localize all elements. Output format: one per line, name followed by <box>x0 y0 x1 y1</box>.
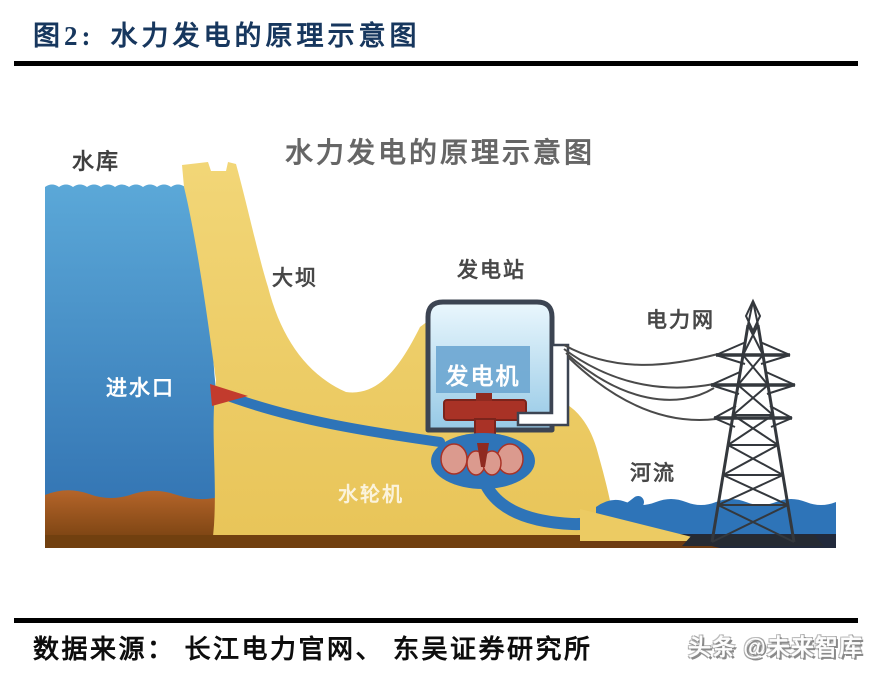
label-generator: 发电机 <box>445 363 521 389</box>
ground-baseline <box>45 535 625 548</box>
figure-number: 图2: <box>33 21 95 51</box>
data-source-line: 数据来源： 长江电力官网、 东吴证券研究所 <box>33 635 593 664</box>
label-power-station: 发电站 <box>456 258 526 282</box>
bottom-divider-rule <box>14 618 858 623</box>
top-divider-rule <box>14 61 858 66</box>
runner-lobe <box>440 443 468 475</box>
label-power-grid: 电力网 <box>646 309 715 332</box>
diagram-title: 水力发电的原理示意图 <box>285 136 595 168</box>
figure-caption: 图2: 水力发电的原理示意图 <box>33 14 421 53</box>
wire-conduit <box>516 343 570 427</box>
label-dam: 大坝 <box>272 267 318 290</box>
watermark-toutiao: 头条 @未来智库 <box>688 634 863 660</box>
hydropower-schematic-diagram: 水力发电的原理示意图 水库 大坝 进水口 发电站 发电机 水轮机 电力网 河流 <box>45 136 836 548</box>
inlet-flow-arrow <box>210 384 248 406</box>
bank-wedge <box>580 509 708 541</box>
label-river: 河流 <box>630 461 676 485</box>
label-turbine: 水轮机 <box>338 482 404 506</box>
reservoir-water <box>45 184 217 545</box>
figure-title-text: 水力发电的原理示意图 <box>110 21 421 51</box>
label-inlet: 进水口 <box>106 377 175 400</box>
runner-hub <box>477 443 489 467</box>
turbine-knob <box>476 393 492 401</box>
tower-base <box>682 535 824 546</box>
turbine-cap <box>443 399 527 421</box>
label-reservoir: 水库 <box>72 149 120 174</box>
power-lines <box>563 344 719 421</box>
transmission-tower <box>682 298 824 546</box>
generator-box <box>436 346 530 393</box>
riverbed-sediment <box>45 490 219 548</box>
penstock-pipe <box>215 388 445 447</box>
